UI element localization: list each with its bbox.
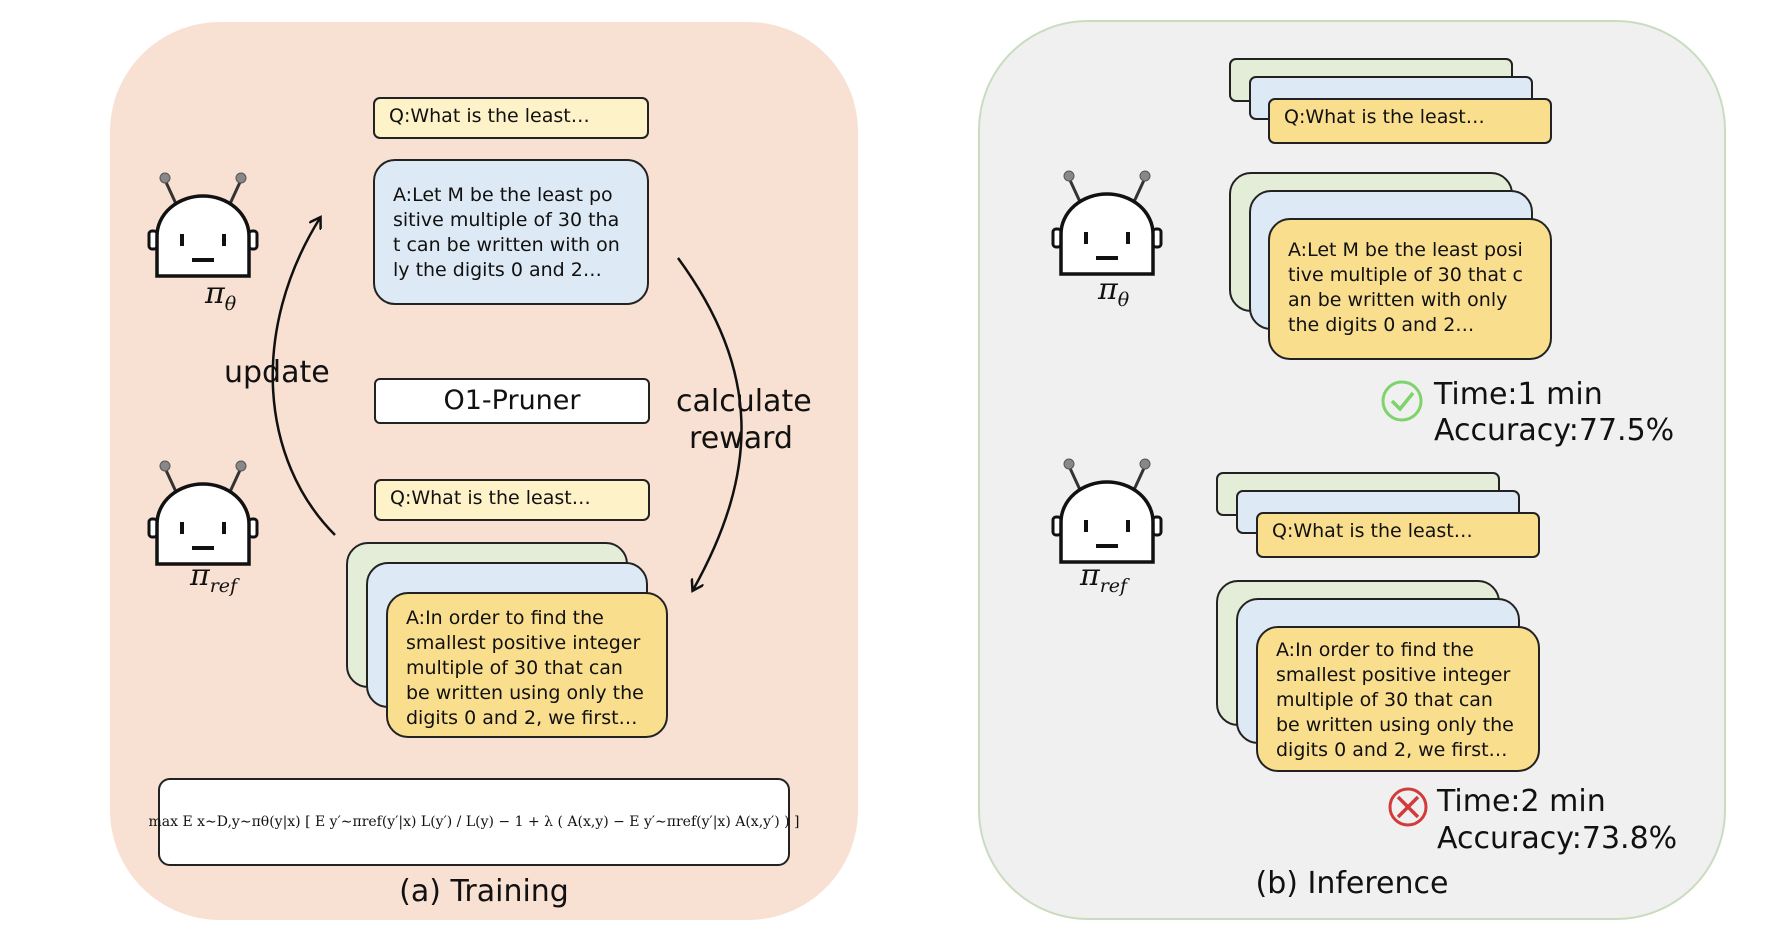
training-question-text: Q:What is the least… (389, 105, 590, 127)
inference-ref-question-text: Q:What is the least… (1272, 520, 1473, 542)
policy-robot-inference (1051, 169, 1163, 276)
inference-answer: A:Let M be the least posi tive multiple … (1268, 218, 1552, 360)
policy-robot-training (147, 171, 259, 278)
policy-symbol-inference: πθ (1098, 272, 1129, 311)
ref-robot-training (147, 459, 259, 566)
ref-symbol-sub: ref (209, 575, 238, 597)
reward-label: calculate reward (676, 384, 812, 456)
training-question: Q:What is the least… (373, 97, 649, 139)
inference-ref-answer: A:In order to find the smallest positive… (1256, 626, 1540, 772)
inference-ref-answer-text: A:In order to find the smallest positive… (1276, 639, 1514, 761)
method-box: O1-Pruner (374, 378, 650, 424)
training-policy-answer: A:Let M be the least po sitive multiple … (373, 159, 649, 305)
inference-ref-question: Q:What is the least… (1256, 512, 1540, 558)
ref-symbol-inference: πref (1080, 558, 1127, 597)
training-ref-question-text: Q:What is the least… (390, 487, 591, 509)
objective-formula: max E x∼D,y∼πθ(y|x) [ E y′∼πref(y′|x) L(… (148, 814, 800, 830)
cross-icon (1388, 787, 1428, 827)
inference-ref-symbol-sub: ref (1099, 575, 1128, 597)
check-icon (1381, 380, 1423, 422)
inference-policy-symbol-text: π (1098, 272, 1118, 307)
policy-time: Time:1 min (1434, 377, 1603, 412)
training-ref-answer-text: A:In order to find the smallest positive… (406, 607, 644, 729)
ref-symbol-training: πref (190, 558, 237, 597)
training-ref-answer: A:In order to find the smallest positive… (386, 592, 668, 738)
inference-policy-symbol-sub: θ (1117, 289, 1130, 311)
update-arrow (271, 218, 336, 536)
training-policy-answer-text: A:Let M be the least po sitive multiple … (393, 184, 620, 281)
policy-accuracy: Accuracy:77.5% (1434, 413, 1675, 448)
policy-symbol-training: πθ (205, 276, 236, 315)
training-caption: (a) Training (399, 874, 569, 909)
inference-question-text: Q:What is the least… (1284, 106, 1485, 128)
inference-answer-text: A:Let M be the least posi tive multiple … (1288, 239, 1523, 336)
training-ref-question: Q:What is the least… (374, 479, 650, 521)
inference-ref-symbol-text: π (1080, 558, 1100, 593)
ref-symbol-text: π (190, 558, 210, 593)
ref-time: Time:2 min (1437, 784, 1606, 819)
policy-symbol-text: π (205, 276, 225, 311)
update-label: update (224, 355, 330, 390)
objective-formula-box: max E x∼D,y∼πθ(y|x) [ E y′∼πref(y′|x) L(… (148, 778, 800, 866)
inference-question: Q:What is the least… (1268, 98, 1552, 144)
ref-robot-inference (1051, 457, 1163, 564)
method-label: O1-Pruner (443, 385, 581, 416)
ref-accuracy: Accuracy:73.8% (1437, 821, 1678, 856)
reward-arrow (676, 257, 743, 590)
policy-symbol-sub: θ (224, 293, 237, 315)
inference-caption: (b) Inference (1255, 866, 1449, 901)
